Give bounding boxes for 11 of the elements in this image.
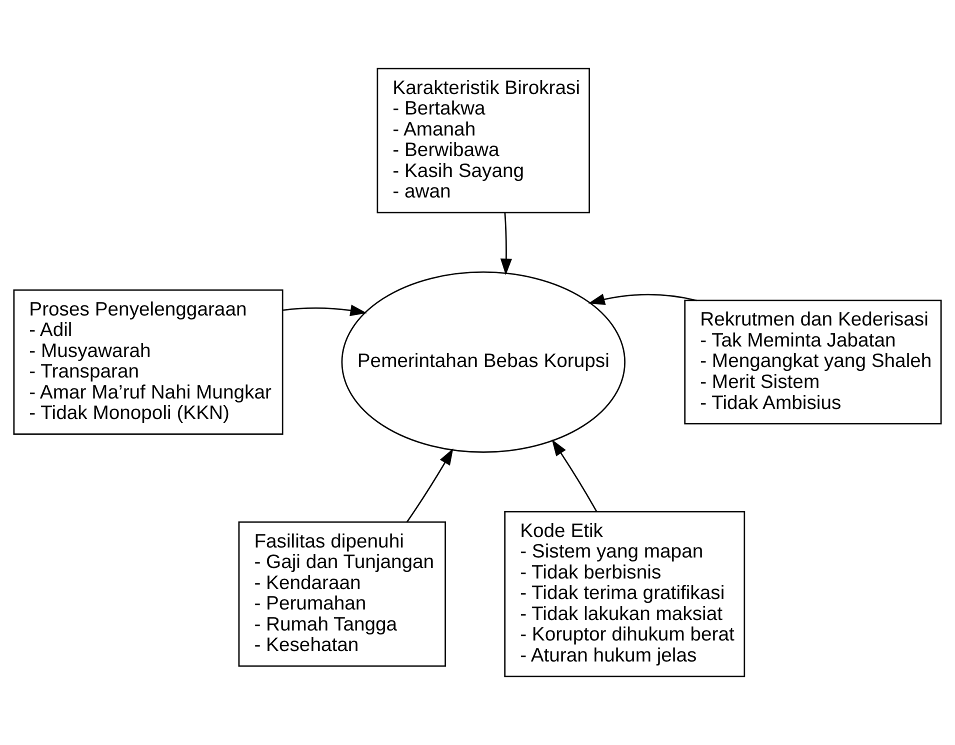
arrow: [500, 212, 512, 276]
arrow: [552, 439, 598, 512]
node-ellipse: Pemerintahan Bebas Korupsi: [341, 271, 626, 453]
node-box: Kode Etik - Sistem yang mapan - Tidak berbisnis - Tidak terima gratifikasi - Tidak lakukan maksiat - Koruptor dihukum berat - Aturan hukum jelas: [504, 510, 746, 678]
node-box: Fasilitas dipenuhi - Gaji dan Tunjangan - Kendaraan - Perumahan - Rumah Tangga - Kesehatan: [238, 521, 446, 667]
node-box: Proses Penyelenggaraan - Adil - Musyawarah - Transparan - Amar Ma’ruf Nahi Mungkar - Tidak Monopoli (KKN): [13, 289, 284, 435]
arrow: [406, 448, 454, 522]
node-box: Rekrutmen dan Kederisasi - Tak Meminta Jabatan - Mengangkat yang Shaleh - Merit Sistem - Tidak Ambisius: [684, 300, 942, 424]
node-box: Karakteristik Birokrasi - Bertakwa - Amanah - Berwibawa - Kasih Sayang - awan: [376, 68, 590, 214]
arrow: [588, 294, 697, 306]
arrow: [283, 304, 367, 316]
